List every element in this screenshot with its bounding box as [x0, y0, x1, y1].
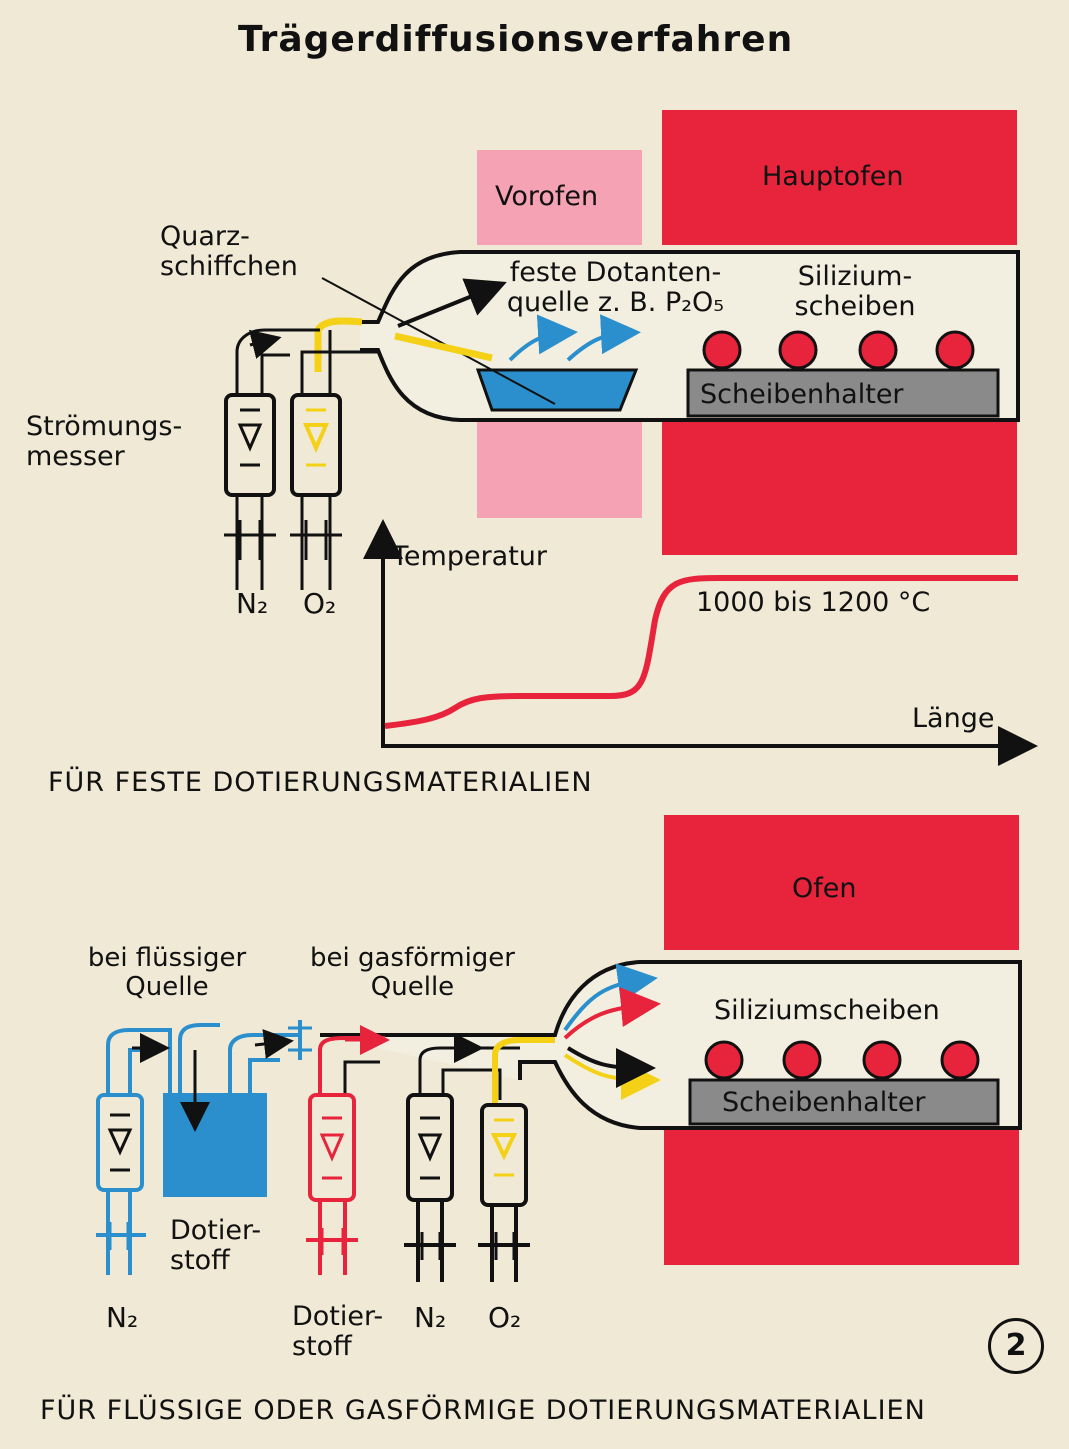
- wafers-label-bottom: Siliziumscheiben: [714, 995, 940, 1026]
- flowmeter-label: Strömungs- messer: [26, 411, 183, 473]
- dopant-vapor-arrow: [566, 314, 641, 362]
- silicon-wafer: [935, 330, 975, 370]
- gas-dopant-label: Dotier- stoff: [292, 1301, 384, 1363]
- liquid-source-label: bei flüssiger Quelle: [87, 943, 247, 1003]
- boat-pointer: [321, 277, 556, 405]
- silicon-wafer: [704, 1040, 744, 1080]
- gas-n2-label-bottom: N₂: [414, 1301, 447, 1334]
- temperature-curve: [384, 575, 1018, 729]
- flowmeter-o2: [290, 330, 378, 590]
- holder-label: Scheibenhalter: [700, 379, 904, 410]
- black-gas-arrow: [566, 1046, 656, 1088]
- preheater-upper: [477, 150, 642, 245]
- wafer-holder: [686, 368, 1000, 418]
- page-title: Trägerdiffusionsverfahren: [238, 19, 794, 60]
- liquid-dopant-label: Dotier- stoff: [170, 1215, 262, 1277]
- main-furnace-lower: [662, 420, 1017, 555]
- silicon-wafer: [862, 1040, 902, 1080]
- silicon-wafer: [702, 330, 742, 370]
- quartz-boat: [475, 368, 639, 412]
- wafer-holder-bottom: [688, 1078, 1000, 1126]
- carrier-arrow: [397, 278, 507, 328]
- temperature-range-label: 1000 bis 1200 °C: [696, 587, 931, 618]
- red-gas-arrow: [563, 987, 661, 1040]
- top-caption: FÜR FESTE DOTIERUNGSMATERIALIEN: [48, 767, 593, 798]
- main-furnace-upper: [662, 110, 1017, 245]
- flowmeter-n2-bottom: [404, 1033, 520, 1282]
- gas-o2-label-bottom: O₂: [488, 1301, 522, 1334]
- source-label: feste Dotanten- quelle z. B. P₂O₅: [506, 257, 725, 319]
- furnace-lower: [664, 1128, 1019, 1265]
- dopant-vapor-arrow: [508, 314, 578, 362]
- blue-gas-arrow: [563, 963, 658, 1032]
- wafers-label: Silizium- scheiben: [794, 261, 916, 323]
- gas-n2-label-bottom-left: N₂: [106, 1301, 139, 1334]
- silicon-wafer: [778, 330, 818, 370]
- preheater-label: Vorofen: [495, 181, 599, 212]
- temperature-axis-label: Temperatur: [392, 541, 548, 572]
- main-furnace-label: Hauptofen: [762, 161, 904, 192]
- flowmeter-n2: [224, 328, 320, 590]
- preheater-lower: [477, 420, 642, 518]
- liquid-source: [96, 1020, 312, 1275]
- gas-n2-label: N₂: [236, 587, 269, 620]
- silicon-wafer: [858, 330, 898, 370]
- holder-label-bottom: Scheibenhalter: [722, 1087, 926, 1118]
- bottom-caption: FÜR FLÜSSIGE ODER GASFÖRMIGE DOTIERUNGSM…: [40, 1395, 926, 1426]
- boat-label: Quarz- schiffchen: [160, 221, 298, 283]
- gas-o2-label: O₂: [303, 587, 337, 620]
- figure-number: 2: [988, 1318, 1044, 1374]
- gas-source-label: bei gasförmiger Quelle: [309, 943, 515, 1003]
- gas-dopant-source: [306, 1025, 390, 1275]
- flowmeter-o2-bottom: [478, 1037, 555, 1282]
- furnace-upper: [664, 815, 1019, 950]
- length-axis-label: Länge: [912, 703, 995, 734]
- furnace-label: Ofen: [792, 873, 857, 904]
- silicon-wafer: [782, 1040, 822, 1080]
- silicon-wafer: [940, 1040, 980, 1080]
